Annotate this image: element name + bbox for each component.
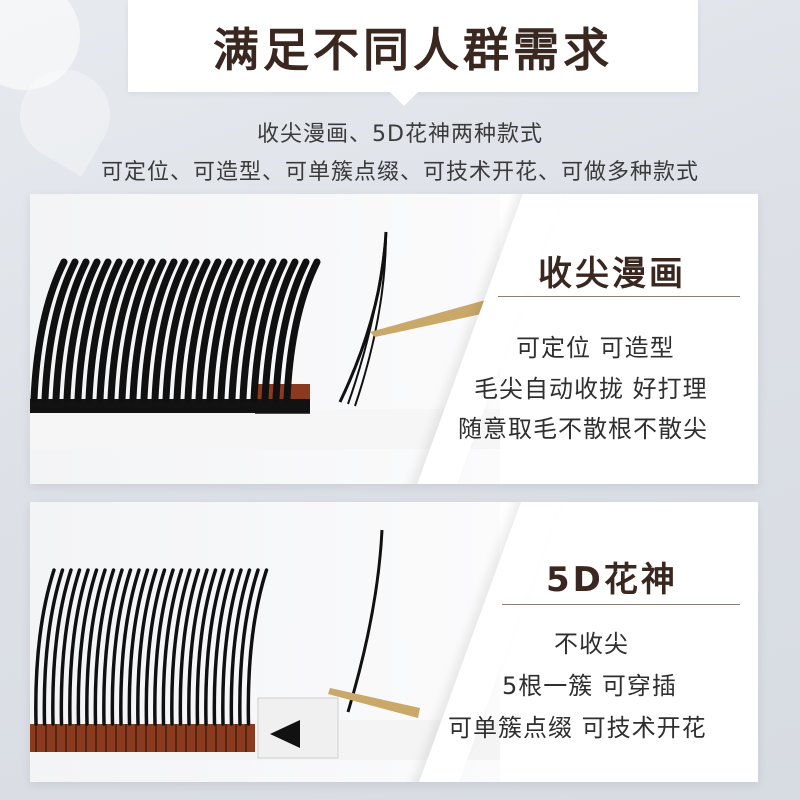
lash-fiber: [261, 258, 299, 403]
lash-fiber: [144, 568, 167, 726]
divider-rule: [502, 604, 740, 605]
lash-fiber: [173, 258, 211, 403]
subtitle-line-2: 可定位、可造型、可单簇点缀、可技术开花、可做多种款式: [100, 160, 699, 185]
product-photo-1: [30, 194, 500, 484]
lash-fiber: [129, 258, 167, 403]
divider-rule: [498, 296, 740, 297]
lash-fiber: [170, 568, 192, 726]
lash-fiber: [136, 568, 158, 726]
lash-fiber: [51, 568, 73, 726]
tweezer-icon: [370, 296, 500, 337]
product-name-2: 5D花神: [546, 560, 678, 600]
lash-fiber: [140, 258, 178, 403]
product-name-1: 收尖漫画: [538, 254, 686, 294]
lash-fiber: [250, 258, 288, 403]
tweezer-icon: [328, 688, 420, 718]
lash-fiber: [206, 258, 244, 403]
lash-fiber: [228, 258, 266, 403]
lash-strip-brown-band: [30, 724, 255, 752]
lash-fiber: [68, 568, 90, 726]
product-photo-2: [30, 502, 500, 782]
lash-fiber: [151, 258, 189, 403]
lash-fiber: [238, 568, 260, 726]
lash-fiber: [239, 258, 277, 403]
lash-fiber: [34, 568, 56, 726]
feature-line: 不收尖: [554, 630, 629, 658]
lash-fiber: [195, 258, 233, 403]
lash-strip-image-2: [30, 529, 500, 760]
lash-strip-image-1: [30, 231, 500, 449]
product-card-1: 收尖漫画 可定位 可造型 毛尖自动收拢 好打理 随意取毛不散根不散尖: [30, 194, 758, 484]
lash-fiber: [74, 258, 112, 403]
lash-fiber: [93, 568, 116, 726]
lash-fiber: [178, 568, 201, 726]
lash-fiber: [184, 258, 222, 403]
lash-fiber: [118, 258, 156, 403]
lash-fiber: [187, 568, 209, 726]
lash-fiber: [212, 568, 235, 726]
title-box: 满足不同人群需求: [128, 0, 698, 106]
feature-line: 随意取毛不散根不散尖: [458, 415, 708, 443]
lash-fiber: [221, 568, 243, 726]
lash-fiber: [85, 568, 107, 726]
lash-fiber: [41, 258, 79, 403]
lash-fiber: [246, 568, 269, 726]
product-card-2: 5D花神 不收尖 5根一簇 可穿插 可单簇点缀 可技术开花: [30, 502, 758, 782]
lash-fiber: [283, 258, 321, 403]
lash-fiber: [153, 568, 175, 726]
lash-fiber: [110, 568, 133, 726]
feature-line: 可定位 可造型: [516, 334, 675, 362]
feature-line: 可单簇点缀 可技术开花: [448, 714, 707, 742]
lash-fiber: [161, 568, 184, 726]
lash-fiber: [85, 258, 123, 403]
lash-fiber: [52, 258, 90, 403]
lash-fiber: [204, 568, 226, 726]
lash-fiber: [30, 258, 68, 403]
lash-fiber: [96, 258, 134, 403]
lash-fiber: [63, 258, 101, 403]
lash-fiber: [195, 568, 218, 726]
lash-fiber: [119, 568, 141, 726]
feature-line: 毛尖自动收拢 好打理: [474, 375, 708, 403]
lash-fiber: [102, 568, 124, 726]
lash-fiber: [217, 258, 255, 403]
lash-fiber: [127, 568, 150, 726]
lash-fiber: [229, 568, 252, 726]
page-title: 满足不同人群需求: [213, 23, 613, 77]
lash-fiber: [42, 568, 65, 726]
lash-fiber: [76, 568, 99, 726]
lash-fiber: [59, 568, 82, 726]
subtitle-line-1: 收尖漫画、5D花神两种款式: [257, 122, 543, 147]
lash-fiber: [272, 258, 310, 403]
lash-fiber: [107, 258, 145, 403]
arrow-marker-icon: [270, 720, 300, 748]
lash-fiber: [162, 258, 200, 403]
feature-line: 5根一簇 可穿插: [502, 672, 677, 700]
